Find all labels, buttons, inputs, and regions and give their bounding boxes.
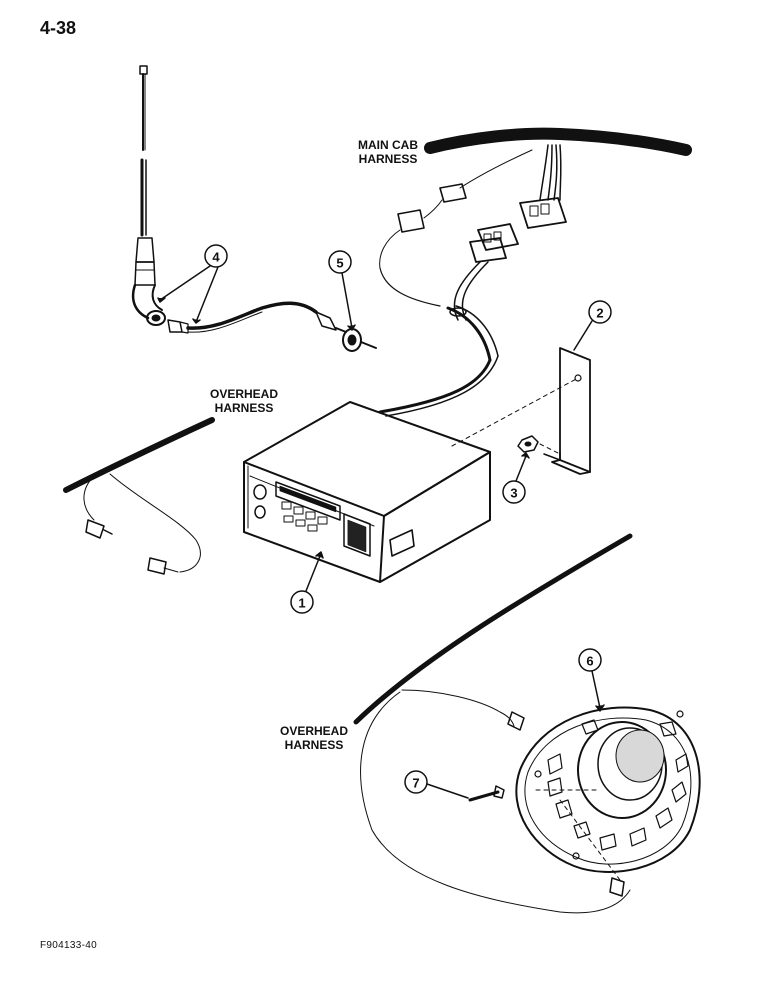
page-number: 4-38 — [40, 18, 77, 38]
main-cab-harness-label: MAIN CAB HARNESS — [348, 138, 428, 166]
radio-unit — [243, 401, 491, 583]
callout-1: 1 — [298, 596, 305, 611]
callout-2: 2 — [596, 306, 603, 321]
overhead-harness-bottom-line1: OVERHEAD — [279, 724, 348, 738]
antenna-cable — [186, 301, 347, 333]
callout-7: 7 — [412, 776, 419, 791]
main-cab-harness-line2: HARNESS — [358, 152, 418, 166]
callout-4: 4 — [212, 250, 220, 265]
assembly-lines — [451, 377, 621, 881]
overhead-harness-bottom-line2: HARNESS — [284, 738, 344, 752]
mounting-bracket — [543, 347, 591, 475]
callout-leaders — [157, 244, 612, 799]
callout-6: 6 — [586, 654, 593, 669]
callout-3: 3 — [510, 486, 517, 501]
overhead-harness-label-bottom: OVERHEAD HARNESS — [268, 724, 360, 752]
main-cab-harness — [378, 127, 692, 417]
overhead-harness-bottom — [353, 533, 633, 914]
main-cab-harness-line1: MAIN CAB — [358, 138, 418, 152]
nut — [517, 435, 539, 453]
callout-5: 5 — [336, 256, 343, 271]
overhead-harness-top-line2: HARNESS — [214, 401, 274, 415]
overhead-harness-label-top: OVERHEAD HARNESS — [198, 387, 290, 415]
speaker — [515, 706, 701, 873]
overhead-harness-top-line1: OVERHEAD — [209, 387, 278, 401]
figure-id: F904133-40 — [40, 940, 97, 951]
screw — [468, 785, 505, 802]
antenna — [131, 65, 189, 334]
antenna-adapter — [342, 328, 377, 352]
overhead-harness-top — [63, 417, 215, 575]
